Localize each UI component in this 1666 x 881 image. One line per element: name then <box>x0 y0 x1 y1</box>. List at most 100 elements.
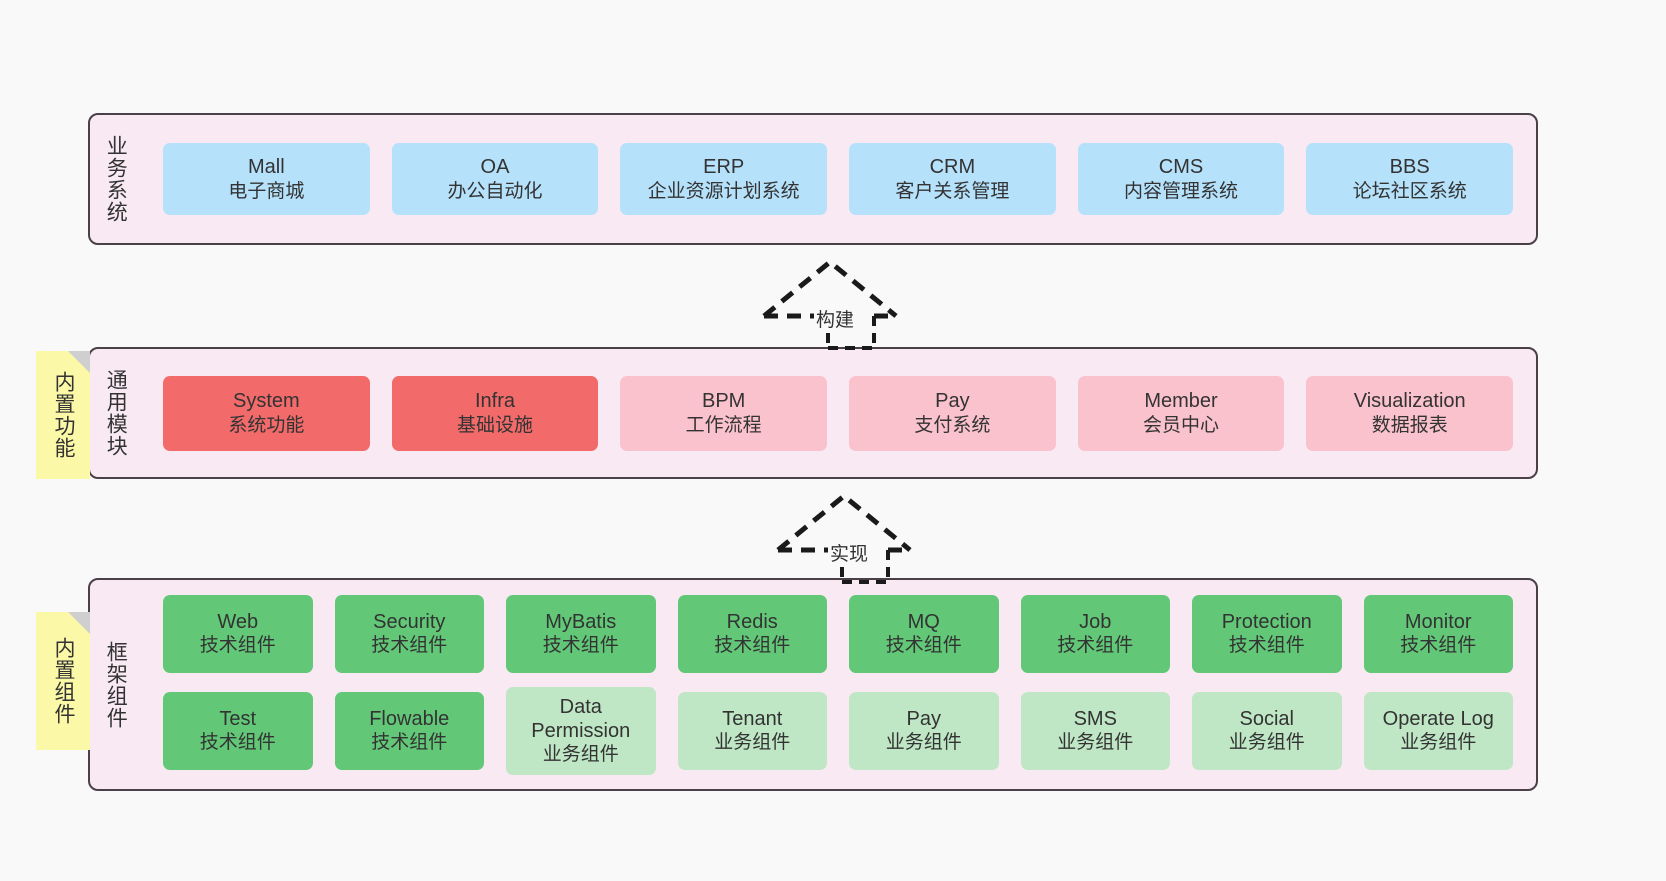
module-cell: Pay 支付系统 <box>838 375 1067 451</box>
module-cell: MQ 技术组件 <box>838 594 1010 673</box>
module-cell: Protection 技术组件 <box>1181 594 1353 673</box>
module-box-bpm[interactable]: BPM 工作流程 <box>620 375 828 451</box>
module-name: Test <box>219 707 257 730</box>
module-subtitle: 支付系统 <box>914 414 991 436</box>
module-box-mybatis[interactable]: MyBatis 技术组件 <box>506 594 656 673</box>
module-name: Member <box>1144 390 1218 413</box>
module-cell: Web 技术组件 <box>152 594 324 673</box>
module-cell: Flowable 技术组件 <box>324 687 496 770</box>
arrow-implement-svg <box>776 492 912 584</box>
module-box-pay[interactable]: Pay 支付系统 <box>849 375 1056 451</box>
module-cell: System 系统功能 <box>152 375 381 451</box>
module-box-security[interactable]: Security 技术组件 <box>334 594 484 673</box>
module-name: BPM <box>702 390 746 413</box>
module-box-bbs[interactable]: BBS 论坛社区系统 <box>1306 143 1514 215</box>
module-subtitle: 技术组件 <box>1057 635 1134 657</box>
arrow-build-svg <box>762 258 898 350</box>
layer-body-framework-components: Web 技术组件 Security 技术组件 MyBatis 技术组件 <box>140 580 1536 789</box>
module-subtitle: 电子商城 <box>228 180 305 202</box>
module-subtitle: 基础设施 <box>457 414 534 436</box>
module-subtitle: 技术组件 <box>1400 635 1477 657</box>
module-box-test[interactable]: Test 技术组件 <box>163 691 313 770</box>
module-cell: CRM 客户关系管理 <box>838 143 1067 215</box>
layer-common-modules: 通用模块 System 系统功能 Infra 基础设施 <box>88 347 1538 479</box>
module-name: Pay <box>906 707 941 730</box>
module-name: Pay <box>935 390 970 413</box>
layer-row: Test 技术组件 Flowable 技术组件 Data Permission … <box>152 686 1525 775</box>
module-name: Visualization <box>1353 390 1466 413</box>
module-name: Mall <box>248 156 285 179</box>
module-cell: Tenant 业务组件 <box>667 687 839 770</box>
module-cell: Data Permission 业务组件 <box>495 686 667 775</box>
module-cell: CMS 内容管理系统 <box>1067 143 1296 215</box>
module-name: OA <box>480 156 510 179</box>
module-subtitle: 技术组件 <box>885 635 962 657</box>
module-box-visualization[interactable]: Visualization 数据报表 <box>1306 375 1514 451</box>
module-box-member[interactable]: Member 会员中心 <box>1077 375 1285 451</box>
module-box-monitor[interactable]: Monitor 技术组件 <box>1363 594 1513 673</box>
module-cell: Infra 基础设施 <box>381 375 610 451</box>
module-subtitle: 业务组件 <box>542 744 619 766</box>
module-box-operate-log[interactable]: Operate Log 业务组件 <box>1363 691 1513 770</box>
arrow-build-label: 构建 <box>814 305 857 332</box>
module-name: ERP <box>703 156 745 179</box>
module-subtitle: 业务组件 <box>885 732 962 754</box>
module-box-infra[interactable]: Infra 基础设施 <box>391 375 599 451</box>
layer-title-common-modules: 通用模块 <box>104 369 128 457</box>
module-box-system[interactable]: System 系统功能 <box>163 375 370 451</box>
module-subtitle: 客户关系管理 <box>895 180 1010 202</box>
module-box-flowable[interactable]: Flowable 技术组件 <box>334 691 484 770</box>
module-box-web[interactable]: Web 技术组件 <box>163 594 313 673</box>
module-box-pay-component[interactable]: Pay 业务组件 <box>849 691 999 770</box>
module-box-mq[interactable]: MQ 技术组件 <box>849 594 999 673</box>
module-name: Monitor <box>1404 610 1472 633</box>
note-builtin-features-label: 内置功能 <box>51 371 75 459</box>
module-subtitle: 技术组件 <box>1228 635 1305 657</box>
module-box-job[interactable]: Job 技术组件 <box>1020 594 1170 673</box>
module-name: Data Permission <box>531 695 631 742</box>
module-cell: Mall 电子商城 <box>152 143 381 215</box>
module-box-social[interactable]: Social 业务组件 <box>1192 691 1342 770</box>
module-name: Flowable <box>369 707 450 730</box>
module-subtitle: 内容管理系统 <box>1124 180 1239 202</box>
module-box-data-permission[interactable]: Data Permission 业务组件 <box>506 686 656 775</box>
module-name: Protection <box>1221 610 1312 633</box>
module-box-erp[interactable]: ERP 企业资源计划系统 <box>620 143 828 215</box>
module-subtitle: 技术组件 <box>199 635 276 657</box>
layer-business-systems: 业务系统 Mall 电子商城 OA 办公自动化 E <box>88 113 1538 245</box>
module-subtitle: 会员中心 <box>1143 414 1220 436</box>
module-cell: BPM 工作流程 <box>609 375 838 451</box>
module-cell: OA 办公自动化 <box>381 143 610 215</box>
module-box-redis[interactable]: Redis 技术组件 <box>677 594 827 673</box>
module-subtitle: 技术组件 <box>714 635 791 657</box>
module-name: SMS <box>1073 707 1117 730</box>
module-subtitle: 业务组件 <box>1400 732 1477 754</box>
module-box-protection[interactable]: Protection 技术组件 <box>1192 594 1342 673</box>
module-cell: Operate Log 业务组件 <box>1353 687 1525 770</box>
module-box-mall[interactable]: Mall 电子商城 <box>163 143 370 215</box>
module-name: System <box>232 390 300 413</box>
module-subtitle: 工作流程 <box>685 414 762 436</box>
module-box-tenant[interactable]: Tenant 业务组件 <box>677 691 827 770</box>
module-name: Tenant <box>722 707 783 730</box>
module-name: CRM <box>929 156 976 179</box>
module-subtitle: 技术组件 <box>542 635 619 657</box>
module-subtitle: 办公自动化 <box>447 180 543 202</box>
module-name: Job <box>1079 610 1112 633</box>
layer-body-business-systems: Mall 电子商城 OA 办公自动化 ERP 企业资源计划系统 <box>140 115 1536 243</box>
module-cell: BBS 论坛社区系统 <box>1295 143 1524 215</box>
module-box-oa[interactable]: OA 办公自动化 <box>391 143 599 215</box>
module-cell: Job 技术组件 <box>1010 594 1182 673</box>
note-builtin-components: 内置组件 <box>36 612 90 750</box>
module-subtitle: 技术组件 <box>371 635 448 657</box>
module-cell: Security 技术组件 <box>324 594 496 673</box>
module-box-crm[interactable]: CRM 客户关系管理 <box>849 143 1056 215</box>
module-box-sms[interactable]: SMS 业务组件 <box>1020 691 1170 770</box>
layer-title-business-systems: 业务系统 <box>104 135 128 223</box>
module-box-cms[interactable]: CMS 内容管理系统 <box>1077 143 1285 215</box>
module-name: BBS <box>1389 156 1430 179</box>
module-cell: Social 业务组件 <box>1181 687 1353 770</box>
module-subtitle: 技术组件 <box>371 732 448 754</box>
module-subtitle: 业务组件 <box>1228 732 1305 754</box>
